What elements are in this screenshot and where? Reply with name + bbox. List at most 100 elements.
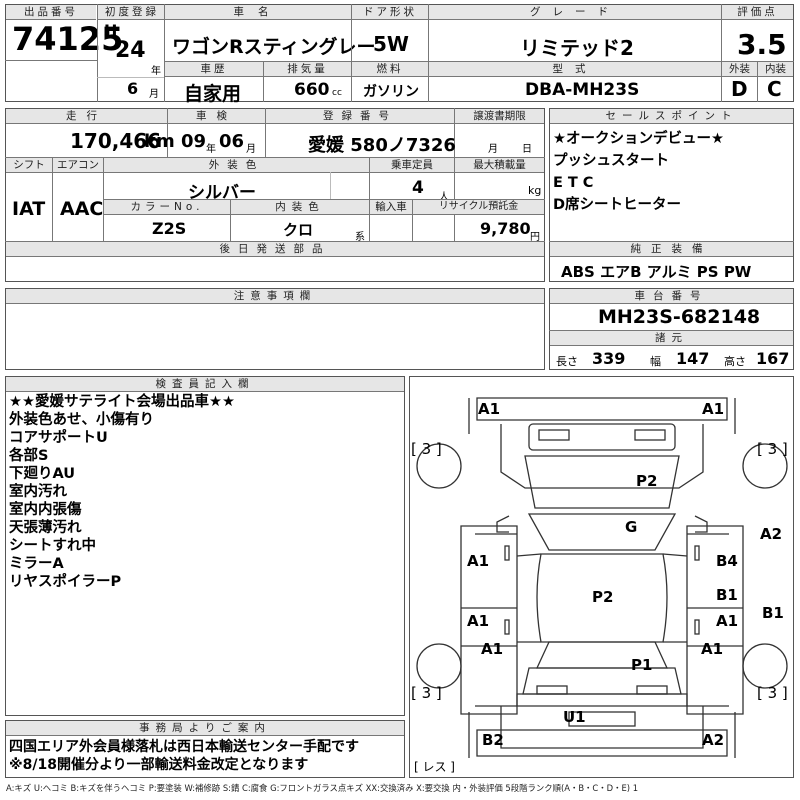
inspector-line: 室内汚れ — [9, 484, 67, 500]
length: 339 — [592, 349, 626, 368]
dims-label: 諸元 — [550, 331, 793, 346]
import-label: 輸入車 — [370, 200, 412, 215]
tire-rear-right: [ 3 ] — [757, 684, 788, 702]
color: シルバー — [188, 183, 256, 203]
office-label: 事務局よりご案内 — [6, 721, 404, 736]
mark-right-rear-door-a: A1 — [716, 612, 739, 630]
mark-hood: P2 — [636, 472, 658, 490]
car-name-label: 車名 — [165, 5, 351, 20]
sales-point-list: ★オークションデビュー★ プッシュスタート ETC D席シートヒーター — [553, 128, 724, 216]
equipment-label: 純正装備 — [550, 242, 793, 257]
history-label: 車歴 — [165, 62, 263, 77]
mark-roof: P2 — [592, 588, 614, 606]
inspection-label: 車検 — [168, 109, 265, 124]
score: 3.5 — [737, 28, 787, 61]
later-parts-label: 後日発送部品 — [6, 242, 544, 257]
sales-point-item: D席シートヒーター — [553, 197, 682, 213]
model-label: 型式 — [429, 62, 721, 77]
car-diagram-box — [409, 376, 794, 778]
inspector-label: 検査員記入欄 — [6, 377, 404, 392]
office-notes: 四国エリア外会員様落札は西日本輸送センター手配です ※8/18開催分より一部輸送… — [9, 738, 359, 774]
first-reg-label: 初度登録 — [98, 5, 166, 20]
mark-left-front-door: A1 — [467, 552, 490, 570]
tire-front-right: [ 3 ] — [757, 440, 788, 458]
fuel-label: 燃料 — [352, 62, 428, 77]
color-no-label: カラーNo. — [104, 200, 230, 215]
int-color-label: 内装色 — [231, 200, 369, 215]
insp-year-unit: 年 — [206, 144, 216, 155]
insp-month-unit: 月 — [246, 144, 256, 155]
inspector-box — [5, 376, 405, 716]
spare-tire-status: [ レス ] — [414, 760, 455, 774]
chassis-label: 車台番号 — [550, 289, 793, 304]
displacement-label: 排気量 — [264, 62, 351, 77]
sales-point-item: ETC — [553, 175, 599, 191]
transfer-label: 譲渡書期限 — [455, 109, 544, 124]
capacity: 4 — [412, 178, 424, 198]
mark-right-rear-door-b: B1 — [716, 586, 738, 604]
score-label: 評価点 — [722, 5, 793, 20]
mark-rear-right: A2 — [702, 731, 725, 749]
mileage-label: 走行 — [6, 109, 167, 124]
legend: A:キズ U:ヘコミ B:キズを伴うヘコミ P:要塗装 W:補修跡 S:錆 C:… — [6, 783, 639, 793]
inspector-line: 外装色あせ、小傷有り — [9, 412, 154, 428]
sales-point-item: ★オークションデビュー★ — [553, 131, 724, 147]
interior-label: 内装 — [758, 62, 793, 77]
fuel: ガソリン — [363, 84, 419, 100]
transfer-month-unit: 月 — [488, 144, 498, 155]
displacement: 660 — [294, 80, 330, 100]
mark-right-outer-2: B1 — [762, 604, 784, 622]
car-diagram — [416, 397, 788, 758]
mark-right-outer: A2 — [760, 525, 783, 543]
door: 5W — [373, 32, 409, 56]
lot-no-label: 出品番号 — [6, 5, 96, 20]
reg-month-unit: 月 — [149, 89, 159, 100]
history: 自家用 — [184, 83, 242, 105]
mileage: 170,466 — [70, 129, 162, 153]
top-section — [5, 4, 794, 102]
insp-month: 06 — [219, 131, 245, 152]
inspector-line: シートすれ中 — [9, 538, 96, 554]
capacity-label: 乗車定員 — [370, 158, 454, 173]
reg-month: 6 — [127, 79, 139, 98]
ac-label: エアコン — [53, 158, 103, 173]
notes-label: 注意事項欄 — [6, 289, 544, 304]
inspector-line: 天張薄汚れ — [9, 520, 82, 536]
exterior-score: D — [731, 77, 748, 101]
chassis-number: MH23S-682148 — [598, 306, 761, 328]
sales-point-label: セールスポイント — [550, 109, 793, 124]
mark-trunk: P1 — [631, 656, 653, 674]
inspector-line: ★★愛媛サテライト会場出品車★★ — [9, 394, 235, 410]
shift-label: シフト — [6, 158, 52, 173]
interior-score: C — [767, 77, 782, 101]
mark-right-front-door: B4 — [716, 552, 738, 570]
mark-windshield: G — [625, 518, 638, 536]
ac: AAC — [60, 198, 104, 220]
inspector-notes: ★★愛媛サテライト会場出品車★★ 外装色あせ、小傷有り コアサポートU 各部S … — [9, 393, 235, 591]
lot-no: 74125 — [12, 20, 124, 58]
mark-rear-center: U1 — [563, 708, 586, 726]
plate: 愛媛 580ノ7326 — [308, 135, 456, 156]
load-unit: kg — [528, 184, 542, 197]
plate-label: 登録番号 — [266, 109, 454, 124]
recycle-label: リサイクル預託金 — [413, 200, 544, 215]
car-name: ワゴンRスティングレー — [172, 36, 376, 58]
era: H — [104, 21, 118, 40]
inspector-line: 室内内張傷 — [9, 502, 82, 518]
tire-front-left: [ 3 ] — [411, 440, 442, 458]
model: DBA-MH23S — [525, 80, 640, 100]
int-color: クロ — [283, 221, 314, 239]
inspector-line: コアサポートU — [9, 430, 108, 446]
shift: IAT — [12, 198, 46, 220]
office-line: 四国エリア外会員様落札は西日本輸送センター手配です — [9, 739, 359, 755]
color-label: 外装色 — [104, 158, 369, 173]
mileage-unit: km — [144, 131, 175, 152]
inspector-line: 下廻りAU — [9, 466, 76, 482]
height: 167 — [756, 349, 790, 368]
exterior-label: 外装 — [722, 62, 757, 77]
height-label: 高さ — [724, 355, 746, 368]
door-label: ドア形状 — [352, 5, 428, 20]
mark-right-rear-fender: A1 — [701, 640, 724, 658]
grade: リミテッド2 — [520, 36, 634, 60]
length-label: 長さ — [556, 355, 578, 368]
